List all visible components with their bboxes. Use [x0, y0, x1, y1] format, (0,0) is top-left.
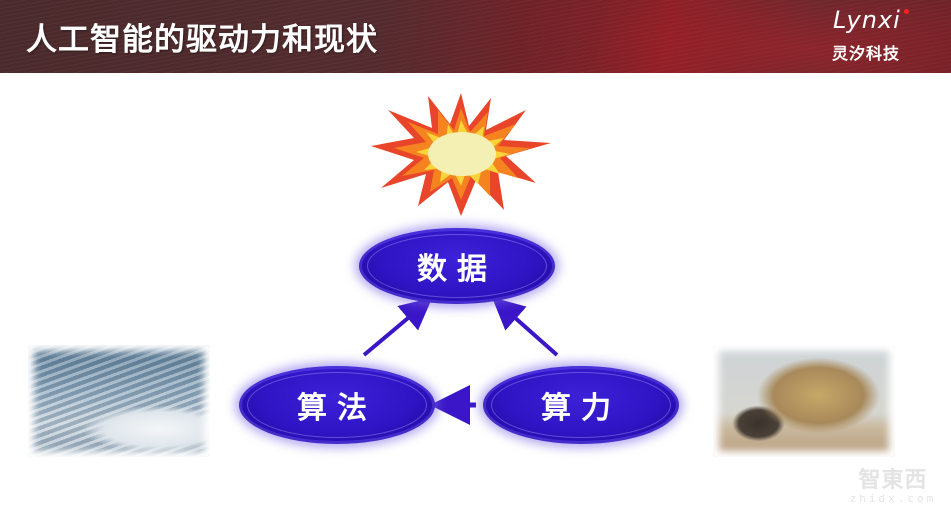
arrow-compute-to-data	[492, 297, 559, 357]
node-algorithm-label: 算法	[297, 391, 377, 426]
node-data-label: 数据	[417, 252, 497, 287]
logo-company-name: 灵汐科技	[832, 44, 901, 63]
logo-dot	[904, 9, 909, 14]
node-compute-label: 算力	[541, 391, 621, 426]
node-algorithm: 算法	[239, 366, 435, 444]
logo-lynxi: Lynxi	[833, 6, 901, 34]
slide-header: 人工智能的驱动力和现状 Lynxi 灵汐科技	[0, 0, 951, 73]
watermark-en: zhidx.com	[849, 492, 937, 505]
watermark-cn: 智東西	[858, 468, 928, 493]
node-compute: 算力	[483, 366, 679, 444]
node-data: 数据	[359, 228, 555, 304]
high-speed-train-image	[28, 345, 210, 457]
slide-title: 人工智能的驱动力和现状	[26, 22, 378, 58]
explosion-icon	[371, 93, 551, 216]
ox-cart-hay-image	[713, 345, 895, 457]
arrow-algorithm-to-data	[362, 297, 433, 357]
watermark: 智東西 zhidx.com	[843, 462, 943, 505]
